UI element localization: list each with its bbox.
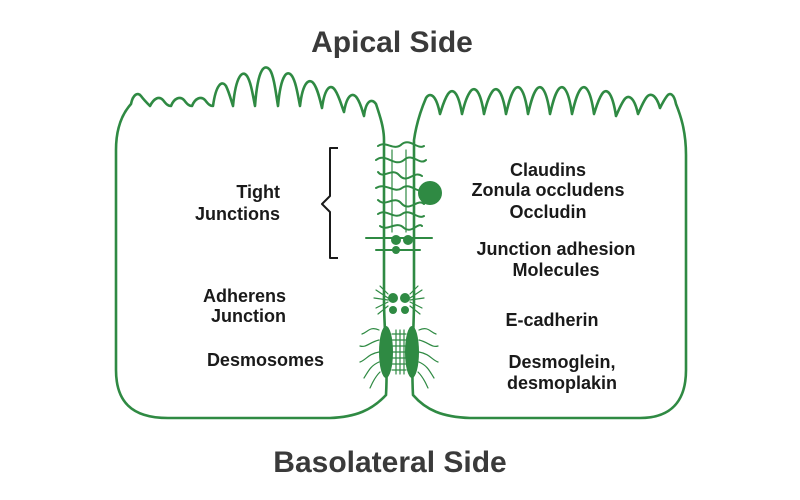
label-occludin: Occludin	[509, 202, 586, 222]
right-cell-outline	[411, 85, 688, 420]
e-cadherin-junction	[373, 285, 425, 315]
label-desmoplakin: desmoplakin	[507, 373, 617, 393]
label-molecules: Molecules	[512, 260, 599, 280]
basolateral-side-title: Basolateral Side	[273, 446, 506, 479]
label-desmosomes: Desmosomes	[207, 350, 324, 370]
label-e-cadherin: E-cadherin	[505, 310, 598, 330]
label-zonula-occludens: Zonula occludens	[471, 180, 624, 200]
label-adherens: Adherens	[203, 286, 286, 306]
desmosome	[359, 326, 439, 389]
label-junctions: Junctions	[195, 204, 280, 224]
label-junction-adhesion: Junction adhesion	[476, 239, 635, 259]
junction-adhesion-molecules	[365, 235, 433, 254]
tight-junction-strands	[375, 141, 427, 233]
left-cell-outline	[114, 66, 388, 420]
tight-junction-brace	[321, 147, 338, 259]
zonula-occludens-dot	[418, 181, 442, 205]
apical-side-title: Apical Side	[311, 26, 473, 59]
label-junction: Junction	[211, 306, 286, 326]
label-desmoglein: Desmoglein,	[508, 352, 615, 372]
label-tight: Tight	[236, 182, 280, 202]
label-claudins: Claudins	[510, 160, 586, 180]
